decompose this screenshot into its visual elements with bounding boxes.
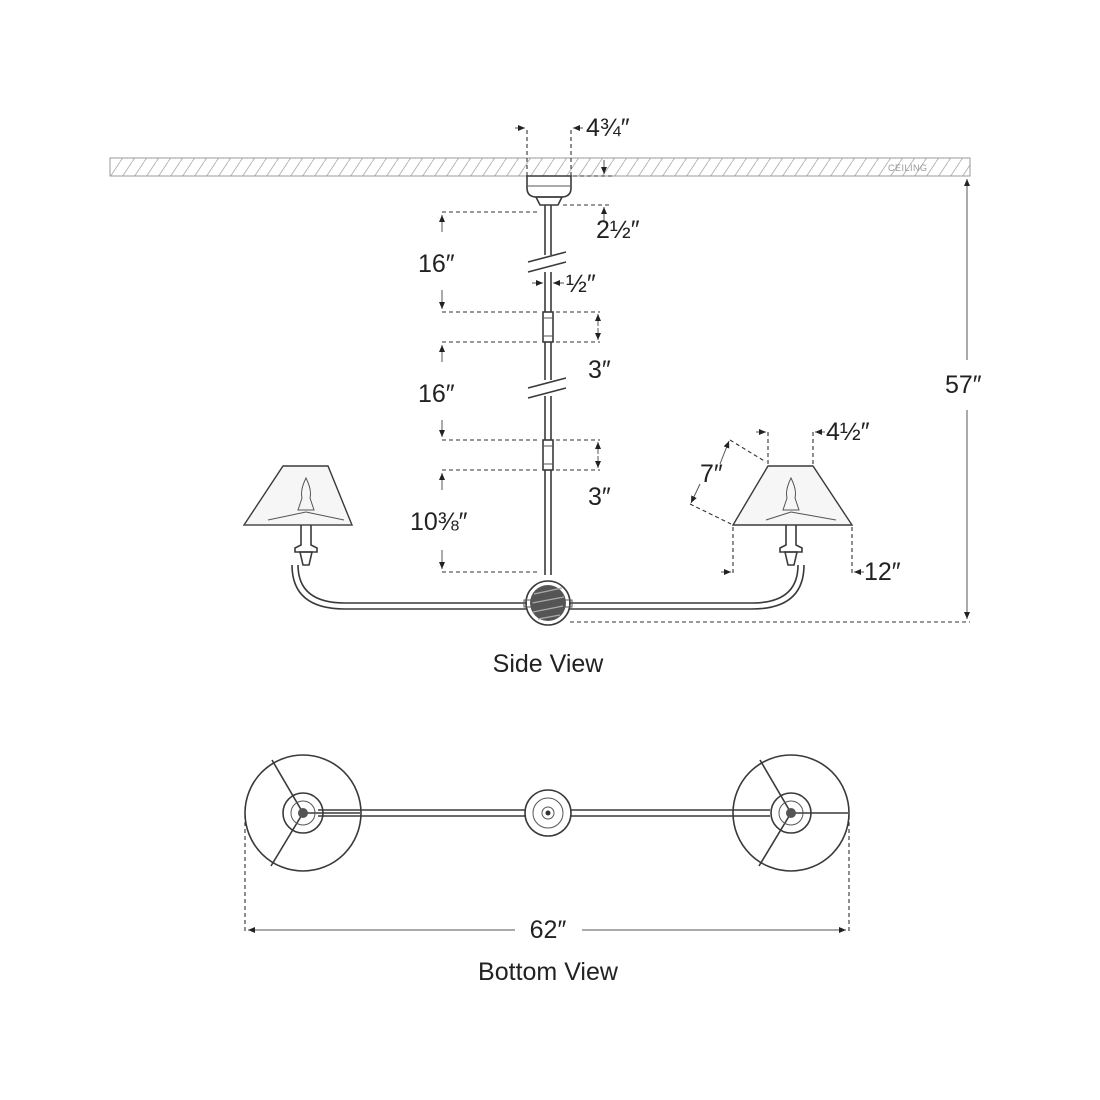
canopy-width-label: 4¾″ bbox=[586, 114, 630, 142]
stem-lower-label: 10⅜″ bbox=[410, 508, 468, 536]
coupling-lower-label: 3″ bbox=[588, 483, 611, 511]
left-shade-bottom bbox=[244, 754, 362, 872]
right-lamp bbox=[731, 465, 854, 566]
shade-side-label: 7″ bbox=[700, 460, 723, 488]
shade-top-dimension: 4½″ bbox=[756, 418, 870, 464]
bottom-view-caption: Bottom View bbox=[478, 958, 619, 986]
coupling-upper-dimension: 3″ bbox=[556, 311, 611, 384]
shade-bottom-dimension: 12″ bbox=[721, 527, 901, 586]
left-lamp bbox=[242, 465, 354, 566]
stem bbox=[527, 205, 567, 575]
canopy-width-dimension: 4¾″ bbox=[515, 114, 630, 176]
stem-diameter-label: ½″ bbox=[566, 270, 596, 298]
canopy-height-label: 2½″ bbox=[596, 216, 640, 244]
canopy-height-dimension: 2½″ bbox=[563, 160, 640, 244]
overall-width-dimension: 62″ bbox=[244, 815, 850, 944]
ceiling: CEILING bbox=[109, 157, 971, 177]
shade-top-label: 4½″ bbox=[826, 418, 870, 446]
stem-upper-dimension: 16″ bbox=[418, 211, 540, 313]
stem-diameter-dimension: ½″ bbox=[532, 270, 596, 298]
shade-side-dimension: 7″ bbox=[689, 439, 767, 525]
hub bbox=[523, 580, 573, 626]
stem-middle-label: 16″ bbox=[418, 380, 455, 408]
stem-upper-label: 16″ bbox=[418, 250, 455, 278]
stem-middle-dimension: 16″ bbox=[418, 341, 540, 441]
shade-bottom-label: 12″ bbox=[864, 558, 901, 586]
ceiling-label: CEILING bbox=[888, 163, 928, 173]
canopy bbox=[526, 175, 572, 206]
side-view-caption: Side View bbox=[493, 650, 605, 678]
coupling-lower-dimension: 3″ bbox=[556, 439, 611, 511]
overall-height-label: 57″ bbox=[945, 371, 982, 399]
stem-lower-dimension: 10⅜″ bbox=[410, 469, 540, 573]
bottom-view bbox=[244, 754, 850, 872]
arms bbox=[291, 564, 805, 610]
overall-width-label: 62″ bbox=[530, 916, 567, 944]
overall-height-dimension: 57″ bbox=[570, 179, 982, 623]
right-shade-bottom bbox=[732, 754, 850, 872]
coupling-upper-label: 3″ bbox=[588, 356, 611, 384]
